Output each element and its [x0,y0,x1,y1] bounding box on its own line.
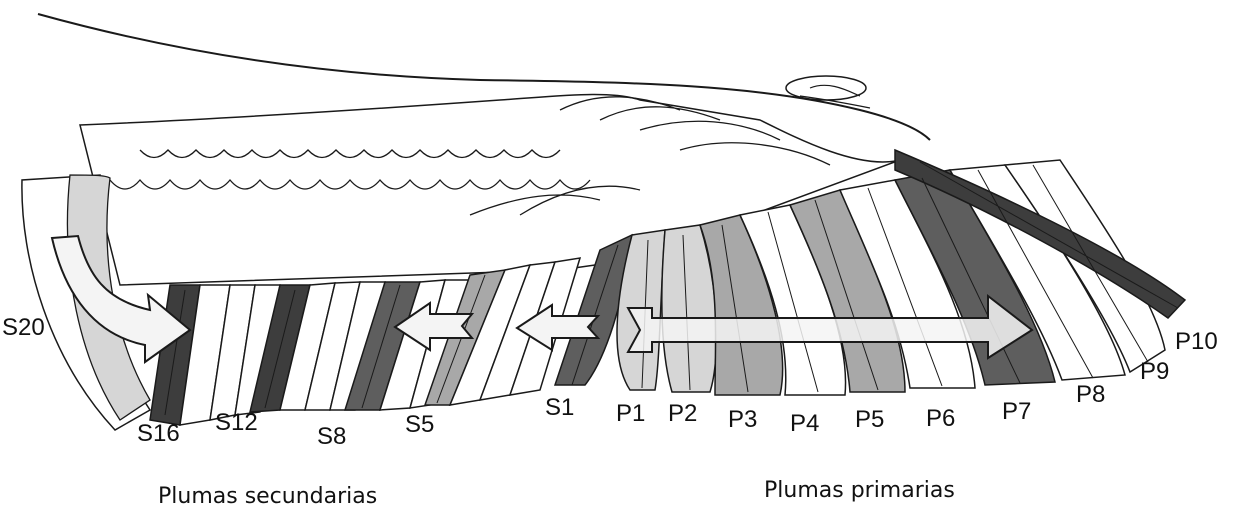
caption-primary-feathers: Plumas primarias [764,478,955,503]
label-s16: S16 [137,422,180,446]
label-s12: S12 [215,411,258,435]
label-p1: P1 [616,402,645,426]
label-s1: S1 [545,396,574,420]
label-s5: S5 [405,413,434,437]
label-p3: P3 [728,408,757,432]
label-p9: P9 [1140,360,1169,384]
alula-icon [786,76,866,100]
label-p6: P6 [926,407,955,431]
label-p8: P8 [1076,383,1105,407]
label-p4: P4 [790,412,819,436]
label-s8: S8 [317,425,346,449]
label-p7: P7 [1002,400,1031,424]
label-p2: P2 [668,402,697,426]
caption-secondary-feathers: Plumas secundarias [158,484,377,509]
label-s20: S20 [2,316,45,340]
label-p5: P5 [855,408,884,432]
label-p10: P10 [1175,330,1218,354]
